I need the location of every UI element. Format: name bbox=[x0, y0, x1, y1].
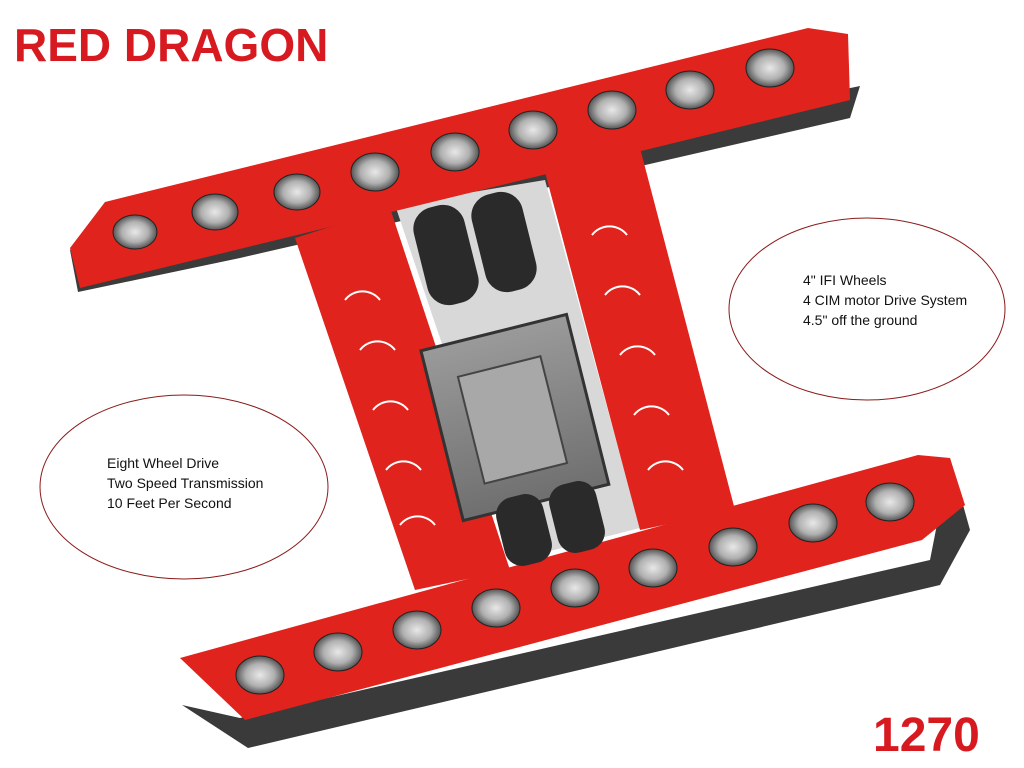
callout-line: Eight Wheel Drive bbox=[107, 455, 220, 471]
cim-motor bbox=[549, 481, 605, 553]
callout-line: 4.5" off the ground bbox=[803, 312, 918, 328]
wheel-hole bbox=[745, 48, 795, 88]
wheel-hole bbox=[392, 610, 442, 650]
wheel-hole bbox=[350, 152, 400, 192]
bottom-rail-wheel-holes bbox=[235, 482, 915, 695]
callout-line: Two Speed Transmission bbox=[107, 475, 264, 491]
callout-line: 4 CIM motor Drive System bbox=[803, 292, 968, 308]
wheel-hole bbox=[313, 632, 363, 672]
right-spine bbox=[545, 148, 735, 530]
wheel-hole bbox=[112, 214, 158, 250]
wheel-hole bbox=[430, 132, 480, 172]
right-callout-ellipse bbox=[728, 217, 1006, 401]
top-rail-wheel-holes bbox=[112, 48, 795, 250]
speed-controller bbox=[456, 355, 569, 485]
wheel-hole bbox=[191, 193, 239, 231]
left-callout: Eight Wheel Drive Two Speed Transmission… bbox=[107, 453, 263, 513]
wheel-hole bbox=[508, 110, 558, 150]
wheel-hole bbox=[550, 568, 600, 608]
cim-motor bbox=[496, 494, 552, 566]
bottom-rail-side bbox=[182, 458, 970, 748]
wheel-hole bbox=[235, 655, 285, 695]
spine-cutouts bbox=[344, 225, 684, 526]
wheel-hole bbox=[471, 588, 521, 628]
callout-line: 10 Feet Per Second bbox=[107, 495, 232, 511]
robot-title: RED DRAGON bbox=[14, 19, 329, 71]
cim-motor bbox=[413, 204, 479, 306]
team-number: 1270 bbox=[873, 709, 980, 762]
cim-motor bbox=[471, 191, 537, 293]
left-callout-ellipse bbox=[39, 394, 329, 580]
wheel-hole bbox=[273, 173, 321, 211]
wheel-hole bbox=[587, 90, 637, 130]
wheel-hole bbox=[788, 503, 838, 543]
wheel-hole bbox=[628, 548, 678, 588]
callout-line: 4" IFI Wheels bbox=[803, 272, 887, 288]
right-callout: 4" IFI Wheels 4 CIM motor Drive System 4… bbox=[803, 270, 967, 330]
wheel-hole bbox=[865, 482, 915, 522]
wheel-hole bbox=[665, 70, 715, 110]
wheel-hole bbox=[708, 527, 758, 567]
